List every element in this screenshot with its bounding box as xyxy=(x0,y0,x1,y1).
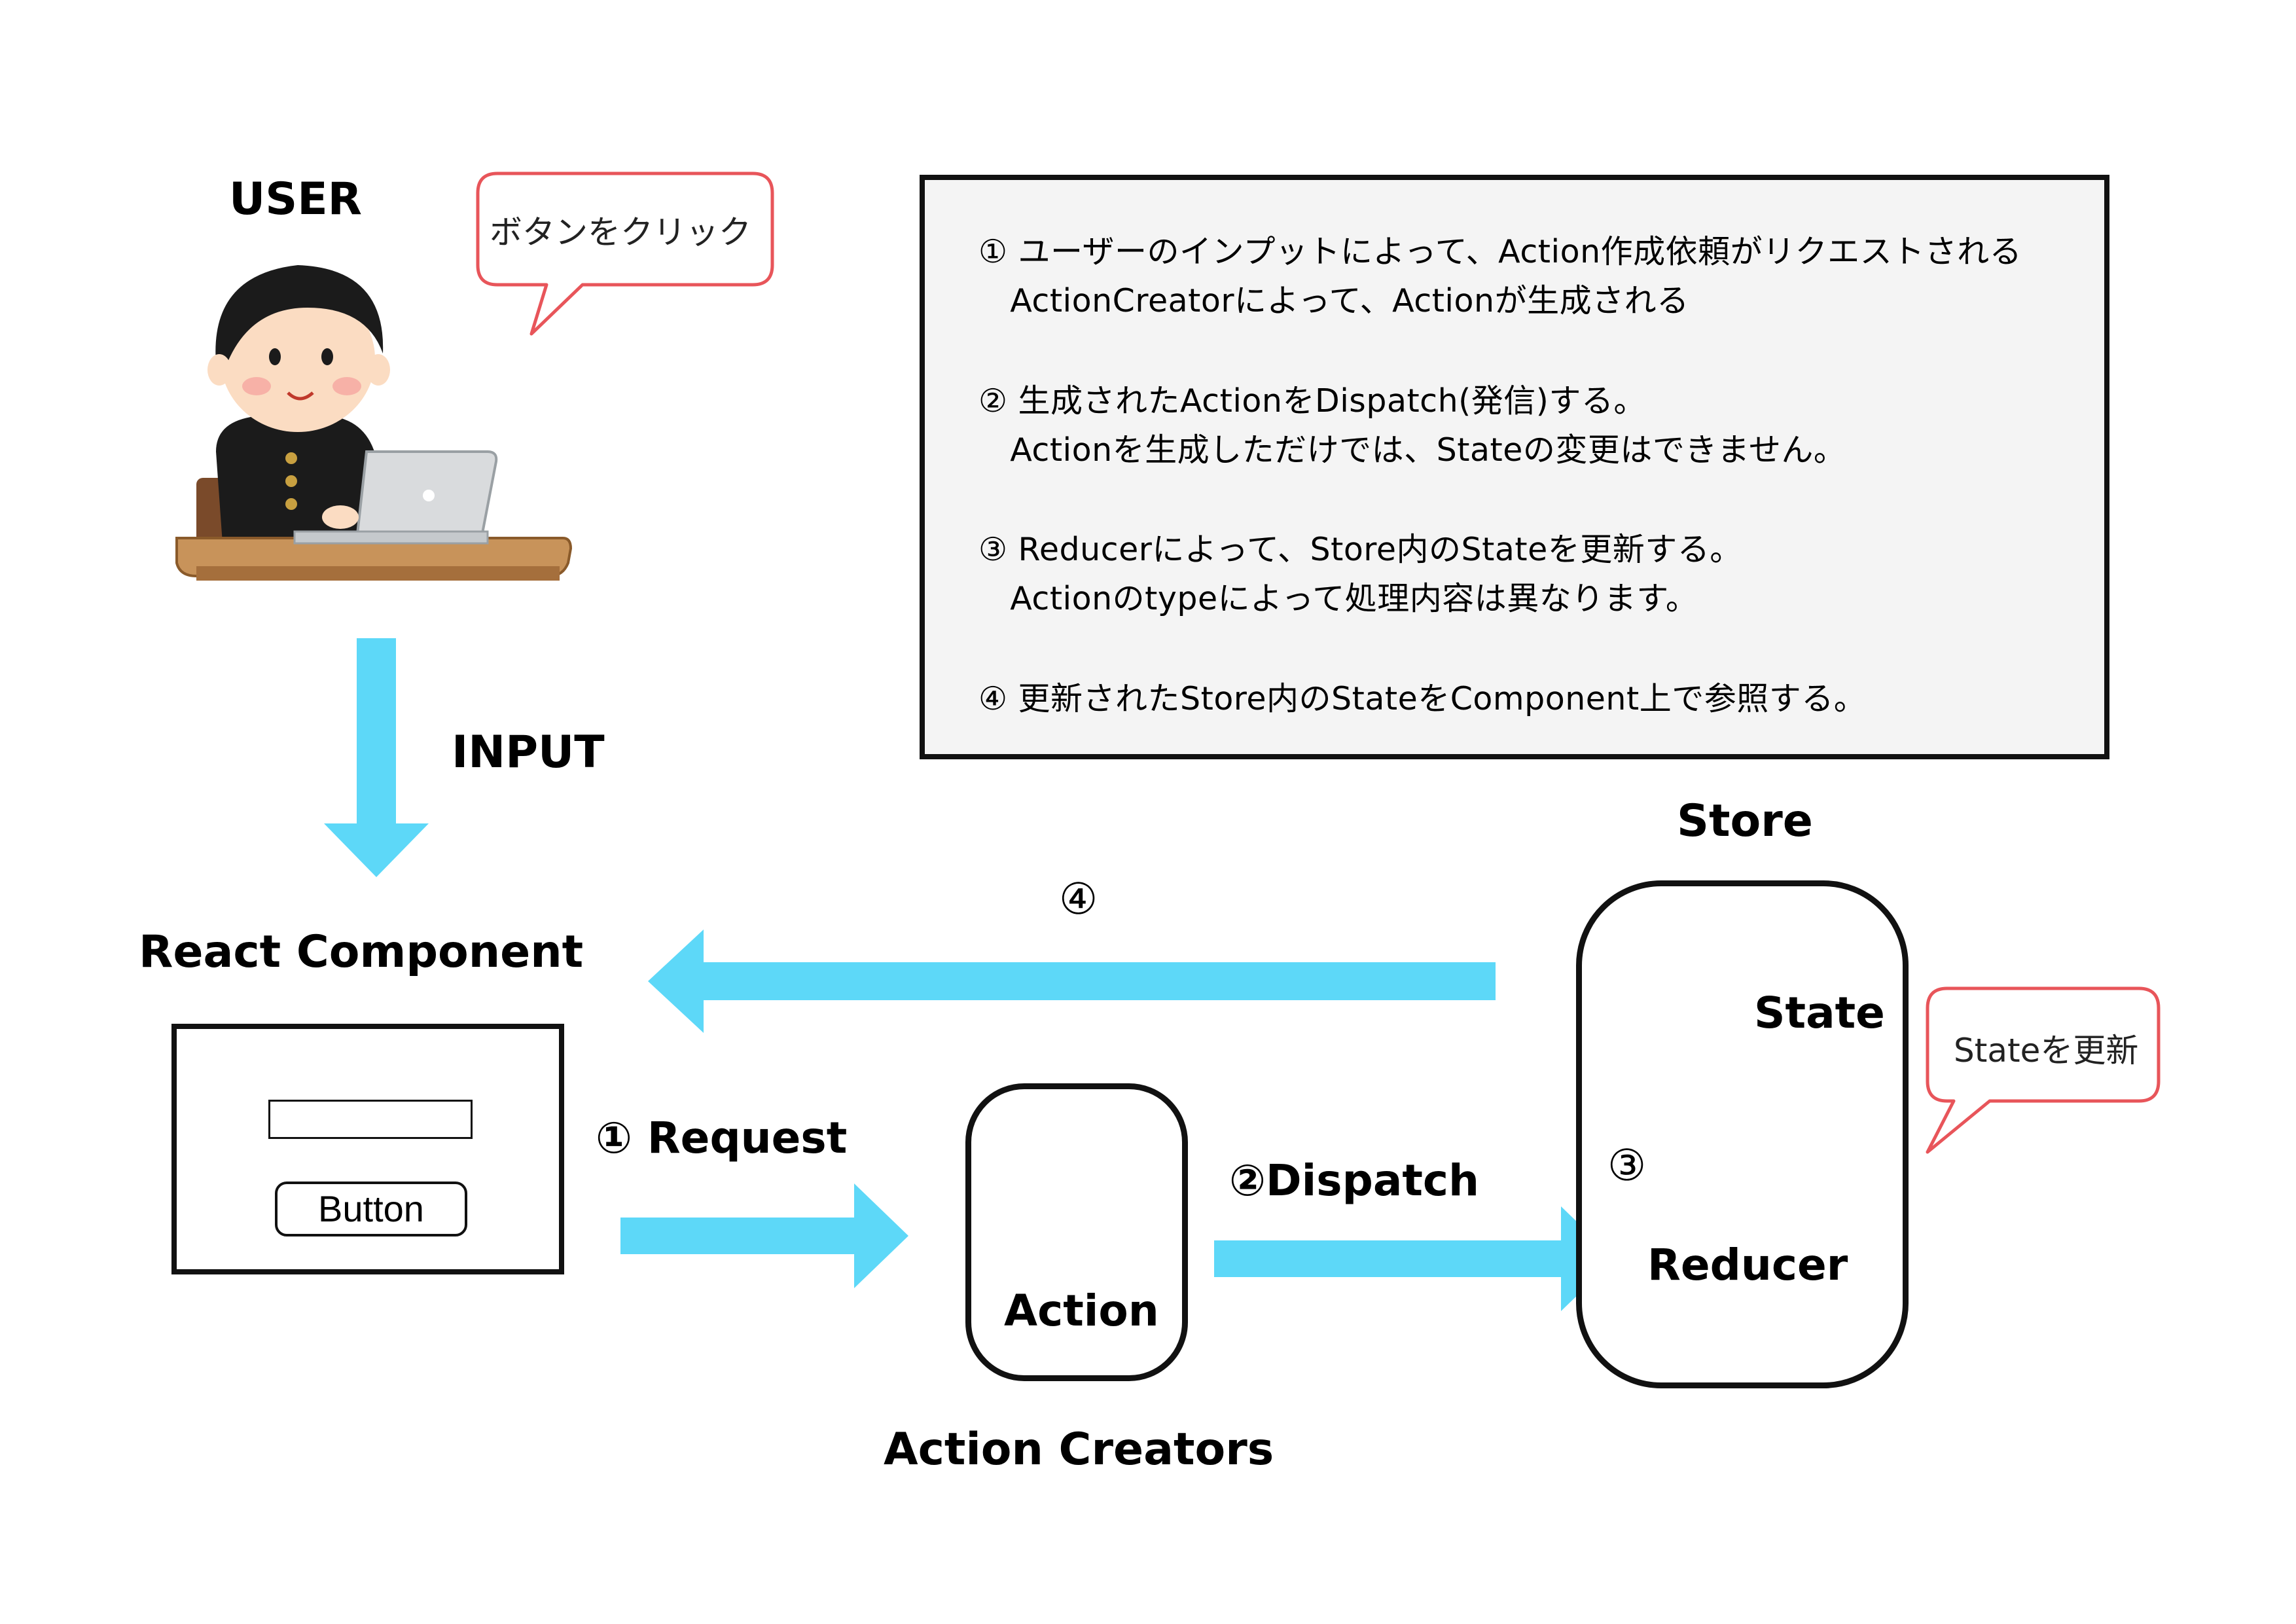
input-arrow xyxy=(324,638,429,877)
component-title: React Component xyxy=(139,926,584,978)
note-line: ③ Reducerによって、Store内のStateを更新する。 xyxy=(978,531,1742,568)
reducer-label: Reducer xyxy=(1647,1240,1848,1290)
note-line: ② 生成されたActionをDispatch(発信)する。 xyxy=(978,382,1646,420)
react-component-box: Button xyxy=(171,1024,564,1274)
action-box: Action xyxy=(965,1083,1188,1381)
request-label: ① Request xyxy=(596,1113,848,1163)
dispatch-label: ②Dispatch xyxy=(1229,1155,1480,1206)
store-speech-bubble xyxy=(1926,986,2161,1154)
explanation-box: ① ユーザーのインプットによって、Action作成依頼がリクエストされる Act… xyxy=(920,175,2109,759)
step4-number: ④ xyxy=(1059,874,1098,924)
store-speech-text: Stateを更新 xyxy=(1954,1032,2139,1070)
store-box: State Reducer xyxy=(1576,880,1909,1388)
action-creators-title: Action Creators xyxy=(884,1424,1274,1475)
note-line: ④ 更新されたStore内のStateをComponent上で参照する。 xyxy=(978,680,1867,717)
note-line: Actionを生成しただけでは、Stateの変更はできません。 xyxy=(978,431,1846,469)
step3-number: ③ xyxy=(1607,1140,1647,1191)
dispatch-arrow xyxy=(1214,1206,1615,1311)
step4-arrow xyxy=(648,929,1496,1033)
mock-text-input[interactable] xyxy=(268,1100,473,1139)
user-title: USER xyxy=(229,173,363,225)
request-arrow xyxy=(620,1183,908,1288)
note-line: ① ユーザーのインプットによって、Action作成依頼がリクエストされる xyxy=(978,233,2022,270)
input-label: INPUT xyxy=(452,727,605,778)
note-line: ActionCreatorによって、Actionが生成される xyxy=(978,282,1689,319)
state-label: State xyxy=(1754,988,1885,1038)
mock-button[interactable]: Button xyxy=(275,1182,467,1236)
action-label: Action xyxy=(1004,1286,1159,1336)
user-speech-bubble xyxy=(476,171,774,336)
user-illustration xyxy=(175,265,573,581)
note-line: Actionのtypeによって処理内容は異なります。 xyxy=(978,580,1698,617)
store-title: Store xyxy=(1677,795,1813,847)
user-speech-text: ボタンをクリック xyxy=(490,213,751,251)
